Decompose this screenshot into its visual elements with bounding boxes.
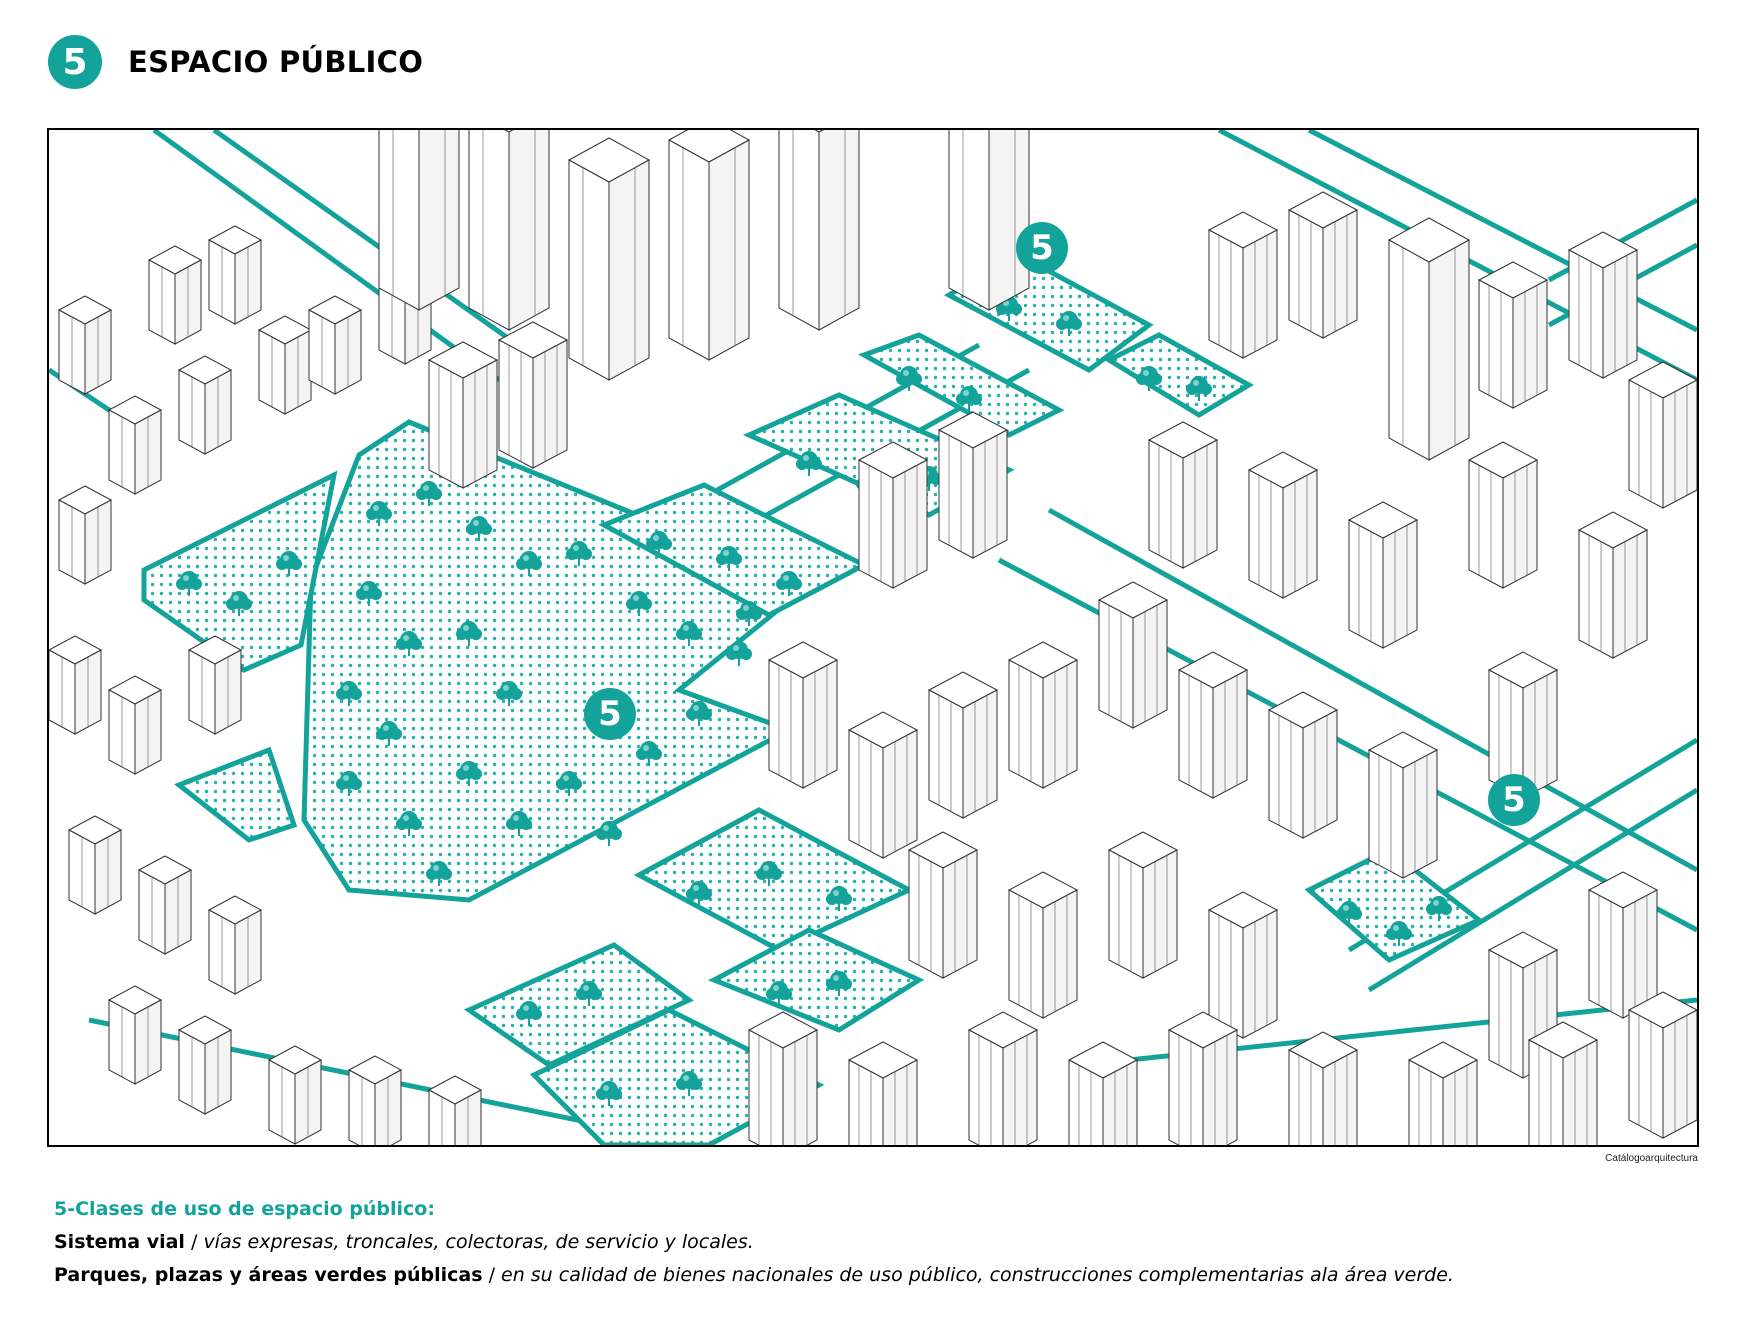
section-number-badge: 5 [48, 35, 102, 89]
lower-right-plaza-marker: 5 [1488, 774, 1540, 826]
section-header: 5 ESPACIO PÚBLICO [48, 35, 423, 89]
legend-term: Parques, plazas y áreas verdes públicas [54, 1264, 483, 1286]
legend-separator: / [482, 1264, 502, 1286]
section-title: ESPACIO PÚBLICO [128, 45, 424, 79]
city-illustration: 5 5 5 [47, 128, 1699, 1147]
legend: 5-Clases de uso de espacio público: Sist… [54, 1193, 1454, 1292]
legend-separator: / [184, 1231, 204, 1253]
isometric-city-map [49, 130, 1697, 1145]
central-park-marker: 5 [584, 688, 636, 740]
image-credit: Catálogoarquitectura [1605, 1153, 1698, 1164]
legend-item-road-system: Sistema vial / vías expresas, troncales,… [54, 1226, 1454, 1259]
legend-heading: 5-Clases de uso de espacio público: [54, 1198, 435, 1220]
legend-term: Sistema vial [54, 1231, 185, 1253]
legend-item-parks: Parques, plazas y áreas verdes públicas … [54, 1259, 1454, 1292]
legend-description: vías expresas, troncales, colectoras, de… [203, 1231, 754, 1253]
upper-plaza-marker: 5 [1016, 222, 1068, 274]
legend-description: en su calidad de bienes nacionales de us… [501, 1264, 1454, 1286]
